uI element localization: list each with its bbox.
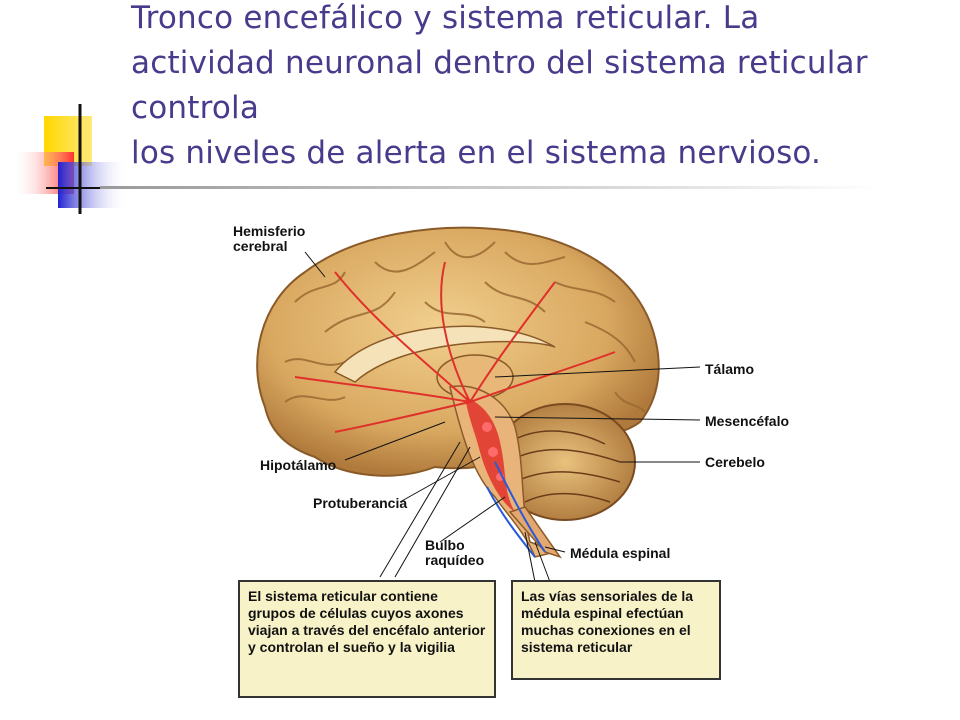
box-left-prefix: El [248,588,266,604]
slide-title: Tronco encefálico y sistema reticular. L… [131,0,931,176]
title-underline [100,186,880,189]
box-right-text: Las vías sensoriales de la médula espina… [521,588,693,655]
label-hipotalamo: Hipotálamo [260,457,337,473]
label-hemisferio-line1: Hemisferio [233,223,306,239]
pathway-arrows-blue [486,461,546,558]
label-bulbo: Bulbo raquídeo [425,538,484,568]
label-protuberancia: Protuberancia [313,495,408,511]
label-talamo: Tálamo [705,361,755,377]
title-line-1: Tronco encefálico y sistema reticular. L… [131,0,760,36]
info-box-reticular: El sistema reticular contiene grupos de … [238,580,496,698]
corpus-callosum [333,325,556,383]
brain-diagram: Hemisferio cerebral Tálamo Mesencéfalo C… [225,212,789,702]
label-cerebelo: Cerebelo [705,454,765,470]
box-left-text: contiene grupos de células cuyos axones … [248,588,486,655]
title-line-3: controla [131,90,260,126]
label-bulbo-line2: raquídeo [425,552,485,568]
label-hemisferio-line2: cerebral [233,238,288,254]
box-left-emphasis: sistema reticular [265,588,377,604]
leader-lines [304,251,701,583]
corner-decoration [0,100,140,220]
pathway-arrows-red [294,261,616,433]
label-hemisferio: Hemisferio cerebral [233,224,305,254]
label-bulbo-line1: Bulbo [425,537,465,553]
gyri-lines [284,241,646,413]
label-mesencefalo: Mesencéfalo [705,413,790,429]
title-line-2: actividad neuronal dentro del sistema re… [131,45,868,81]
brain-illustration [256,226,701,583]
title-line-4: los niveles de alerta en el sistema nerv… [131,135,822,171]
info-box-sensory: Las vías sensoriales de la médula espina… [511,580,721,680]
label-medula: Médula espinal [570,545,671,561]
